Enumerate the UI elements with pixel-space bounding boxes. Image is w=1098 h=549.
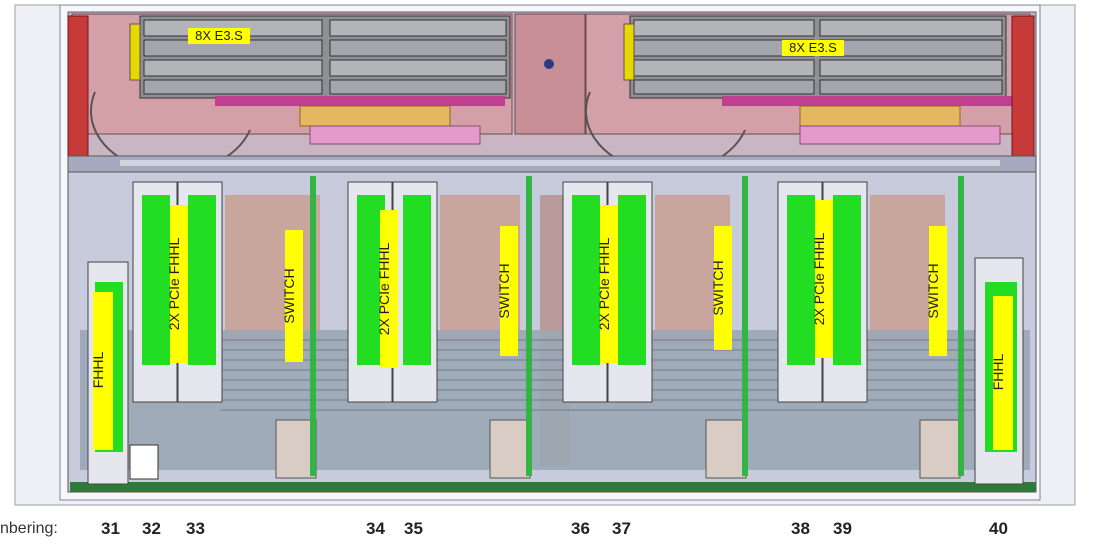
switch-label-3: SWITCH [710, 260, 726, 315]
center-screw [544, 59, 554, 69]
center-spine [514, 13, 586, 135]
right-backplane [722, 96, 1012, 106]
drive-cage-label-bg-left [188, 28, 250, 44]
switch-label-1: SWITCH [281, 268, 297, 323]
left-connector [299, 105, 451, 127]
card-pair-34-35: 2X PCIe FHHL [347, 181, 438, 403]
switch-label-4: SWITCH [925, 263, 941, 318]
drive-cage-label-bg-right [782, 40, 844, 56]
switch-card-4: SWITCH [925, 176, 964, 476]
card-pair-38-39: 2X PCIe FHHL [777, 181, 868, 403]
drive-cage-label-left: 8X E3.S [195, 28, 243, 43]
drive-cage-label-right: 8X E3.S [789, 40, 837, 55]
double-label-34-35: 2X PCIe FHHL [376, 242, 392, 335]
slot-number-35: 35 [404, 519, 423, 538]
slot-number-39: 39 [833, 519, 852, 538]
slot-number-34: 34 [366, 519, 385, 538]
card-pair-36-37: 2X PCIe FHHL [562, 181, 653, 403]
top-drive-section: 8X E3.S 8X E3.S [67, 11, 1037, 174]
double-label-32-33: 2X PCIe FHHL [166, 237, 182, 330]
double-label-36-37: 2X PCIe FHHL [596, 237, 612, 330]
left-drive-bays [129, 15, 511, 99]
slot-number-37: 37 [612, 519, 631, 538]
bottom-board [70, 482, 1036, 492]
switch-label-2: SWITCH [496, 263, 512, 318]
left-backplane [215, 96, 505, 106]
slot-number-38: 38 [791, 519, 810, 538]
numbering-label: nbering: [0, 520, 58, 537]
left-latch [67, 15, 89, 157]
card-pair-32-33: 2X PCIe FHHL [132, 181, 223, 403]
slot-number-32: 32 [142, 519, 161, 538]
card-slot-40: FHHL [974, 257, 1024, 485]
slot-number-36: 36 [571, 519, 590, 538]
switch-card-2: SWITCH [496, 176, 532, 476]
card-slot-31: FHHL [87, 261, 129, 485]
double-label-38-39: 2X PCIe FHHL [811, 232, 827, 325]
slot-number-31: 31 [101, 519, 120, 538]
right-connector [799, 105, 961, 127]
slot-number-33: 33 [186, 519, 205, 538]
fhhl-label-31: FHHL [90, 352, 106, 389]
right-drive-bays [623, 15, 1007, 99]
switch-card-1: SWITCH [281, 176, 316, 476]
fhhl-label-40: FHHL [990, 354, 1006, 391]
switch-card-3: SWITCH [710, 176, 748, 476]
right-latch [1011, 15, 1035, 157]
slot-number-40: 40 [989, 519, 1008, 538]
